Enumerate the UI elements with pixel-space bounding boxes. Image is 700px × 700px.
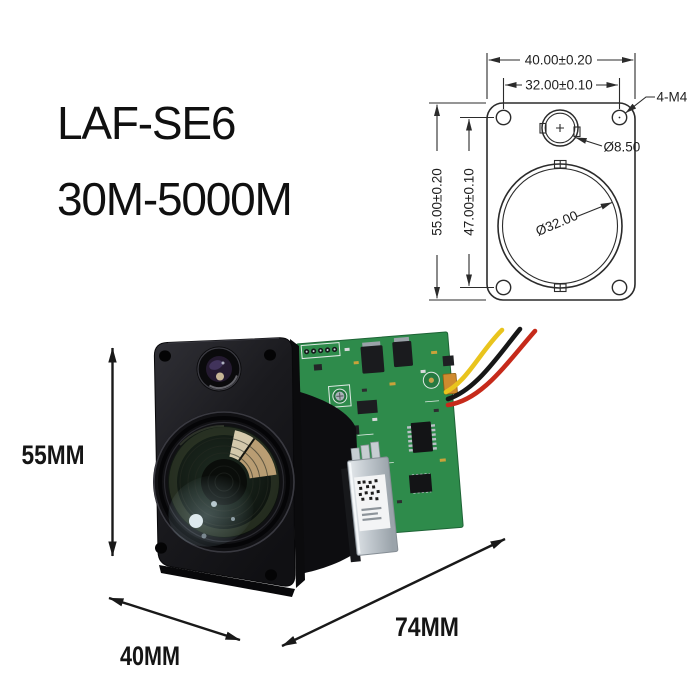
aiming-camera-lens bbox=[196, 346, 242, 392]
dim-width-inner-label: 32.00±0.10 bbox=[525, 78, 592, 93]
mounting-hole-bottom-left bbox=[495, 279, 512, 296]
product-range: 30M-5000M bbox=[57, 173, 293, 225]
module-label bbox=[354, 474, 391, 532]
width-dimension-label: 40MM bbox=[120, 641, 180, 671]
mounting-hole-top-right bbox=[611, 109, 628, 126]
thread-callout: 4-M4 bbox=[625, 90, 688, 114]
lens-bright-spot bbox=[189, 514, 203, 528]
depth-dimension-label: 74MM bbox=[395, 612, 459, 642]
product-model: LAF-SE6 bbox=[57, 97, 236, 149]
dimension-height-inner: 47.00±0.10 bbox=[460, 116, 494, 289]
product-photo bbox=[153, 326, 538, 597]
hole-center-mark bbox=[618, 116, 621, 119]
width-dimension-arrow bbox=[108, 596, 241, 642]
thread-callout-label: 4-M4 bbox=[657, 90, 688, 105]
photo-dimension-annotations: 55MM 40MM 74MM bbox=[22, 347, 506, 671]
module-datamatrix-code bbox=[357, 479, 380, 501]
dim-height-inner-label: 47.00±0.10 bbox=[462, 168, 477, 235]
faceplate-right-side bbox=[290, 339, 305, 588]
mounting-hole-top-left bbox=[495, 109, 512, 126]
dimension-height-outer: 55.00±0.20 bbox=[429, 102, 486, 301]
emitter-diameter-callout: Ø8.50 bbox=[575, 136, 641, 155]
main-objective-lens bbox=[153, 411, 295, 553]
pcb-test-pad bbox=[422, 371, 440, 389]
pcb-power-transistors bbox=[360, 336, 414, 374]
height-dimension-label: 55MM bbox=[22, 440, 85, 470]
faceplate-screw-holes bbox=[155, 349, 277, 581]
dim-height-outer-label: 55.00±0.20 bbox=[430, 168, 445, 235]
lens-diameter-callout: Ø32.00 bbox=[533, 201, 613, 239]
pcb-header-connector bbox=[300, 342, 341, 360]
mounting-hole-bottom-right bbox=[611, 279, 628, 296]
power-wires bbox=[443, 326, 538, 408]
emitter-diameter-label: Ø8.50 bbox=[604, 140, 641, 155]
faceplate-outline bbox=[486, 102, 636, 301]
dim-width-outer-label: 40.00±0.20 bbox=[525, 53, 592, 68]
technical-drawing: 40.00±0.20 32.00±0.10 55.00±0.20 bbox=[429, 53, 688, 301]
lens-aperture bbox=[497, 159, 623, 293]
wire-yellow bbox=[443, 327, 505, 395]
receiver-module bbox=[341, 441, 399, 563]
module-label-text bbox=[361, 506, 382, 522]
wire-red bbox=[445, 328, 538, 408]
lens-dome-highlight bbox=[168, 475, 254, 547]
lens-diameter-label: Ø32.00 bbox=[533, 208, 580, 239]
depth-dimension-arrow bbox=[281, 537, 506, 648]
pcb-mount-screw bbox=[327, 384, 352, 409]
emitter-aperture bbox=[539, 109, 581, 147]
lens-barrel-housing bbox=[293, 390, 362, 574]
dimension-width-outer: 40.00±0.20 bbox=[486, 53, 636, 99]
faceplate-top-bevel bbox=[167, 337, 280, 344]
faceplate-bottom-side bbox=[159, 565, 295, 597]
dimension-width-inner: 32.00±0.10 bbox=[502, 78, 621, 109]
lens-reflection-cream bbox=[229, 430, 255, 461]
wire-black bbox=[445, 326, 523, 402]
